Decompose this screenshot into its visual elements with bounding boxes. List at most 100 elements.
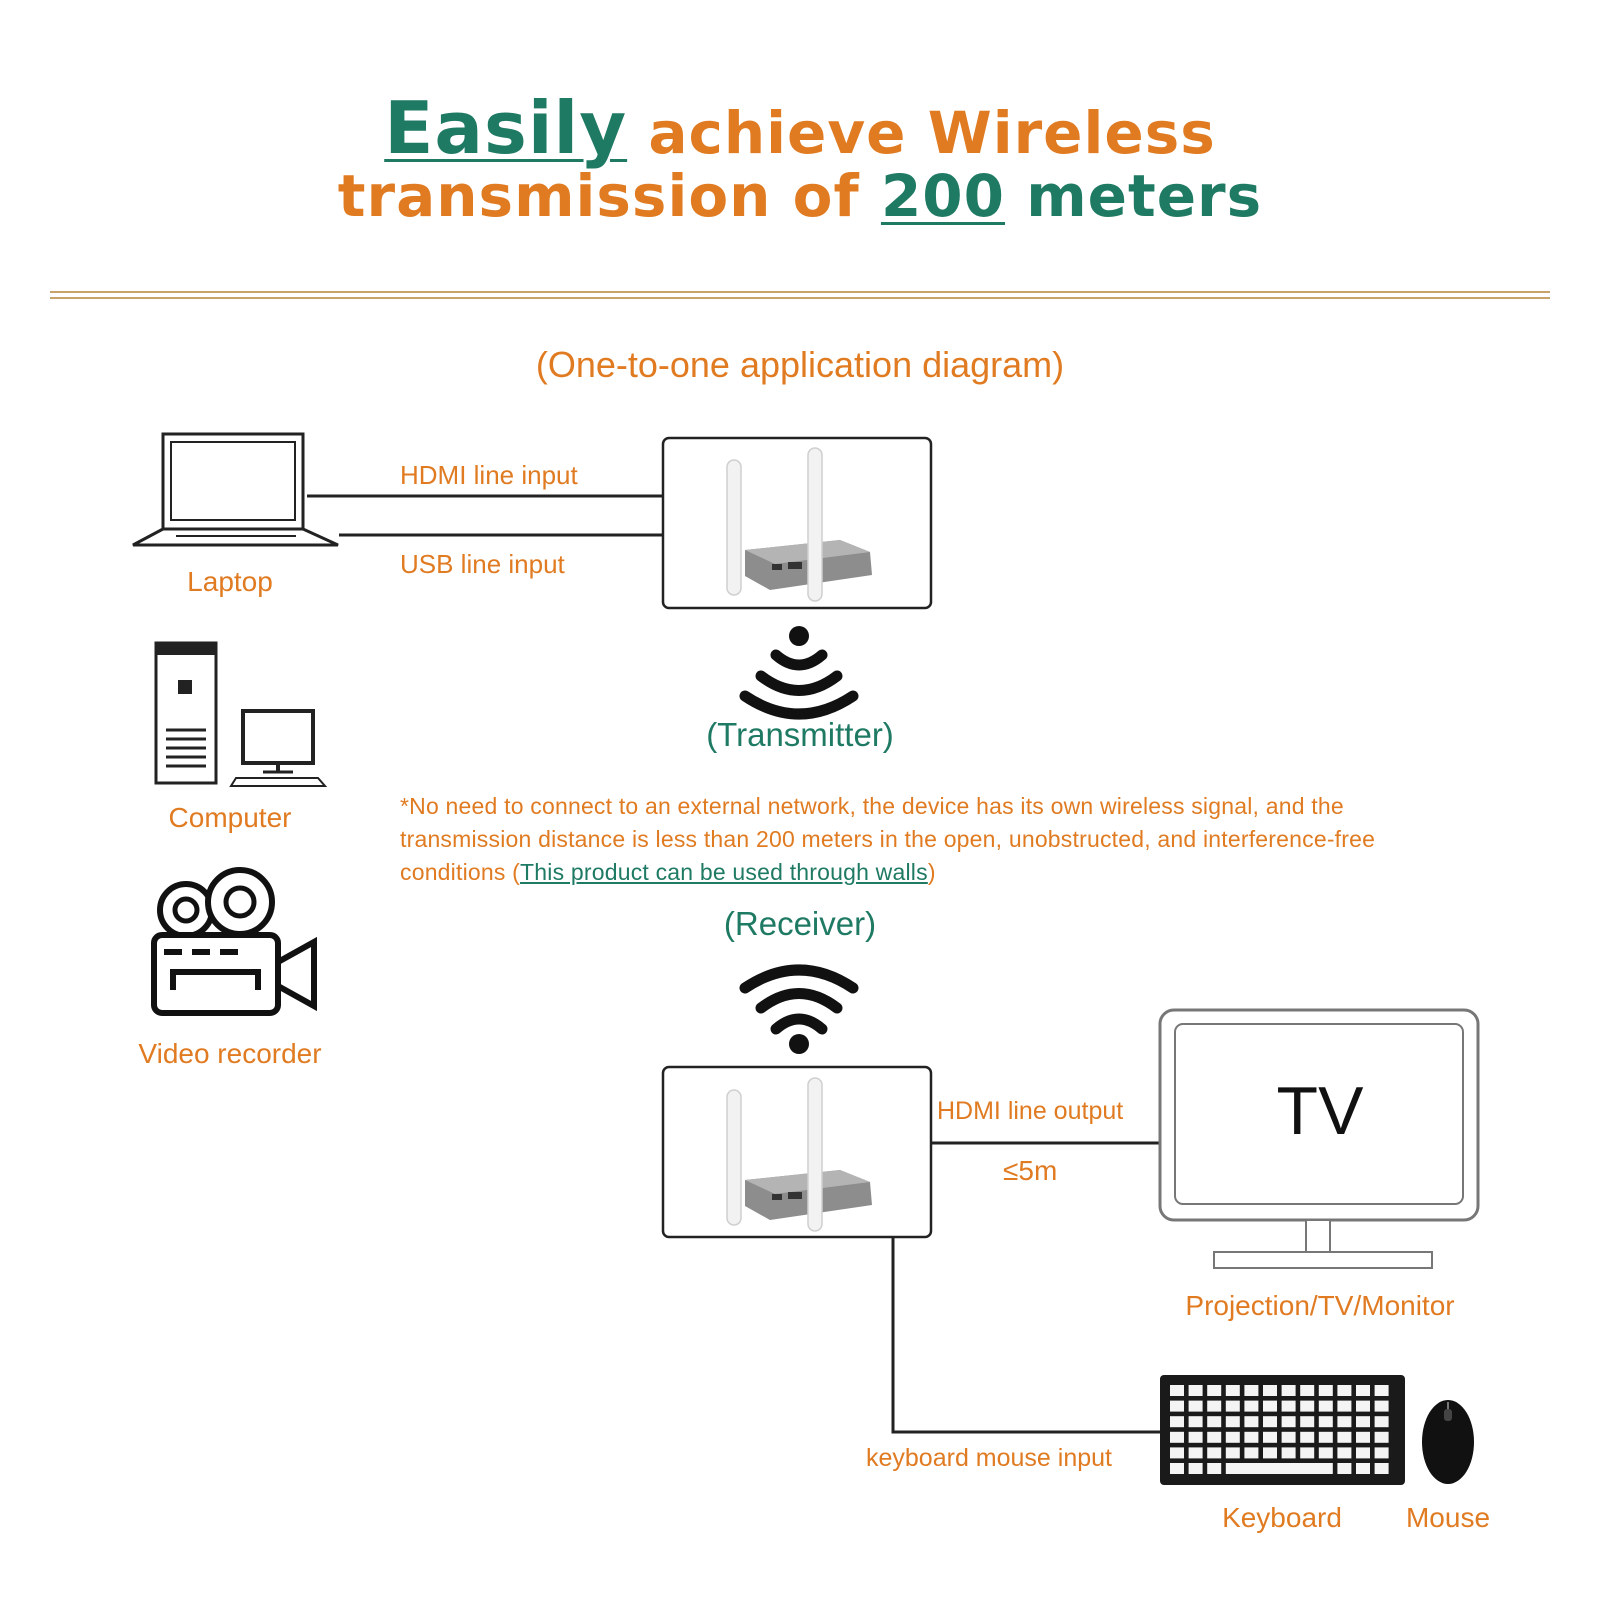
keyboard-key bbox=[1281, 1447, 1296, 1459]
keyboard-key bbox=[1318, 1431, 1333, 1443]
note-end: ) bbox=[927, 859, 936, 885]
wifi-receive-icon bbox=[739, 964, 859, 1054]
title-word-meters: meters bbox=[1026, 162, 1263, 230]
keyboard-key bbox=[1300, 1385, 1315, 1396]
transmitter-device bbox=[661, 436, 933, 610]
hdmi-input-label: HDMI line input bbox=[400, 460, 578, 490]
keyboard-key bbox=[1225, 1385, 1240, 1396]
computer-icon bbox=[154, 641, 328, 787]
video-recorder-icon bbox=[151, 867, 317, 1016]
keyboard-key bbox=[1300, 1447, 1315, 1459]
keyboard-key bbox=[1374, 1431, 1389, 1443]
keyboard-key bbox=[1356, 1385, 1370, 1396]
keyboard-key bbox=[1188, 1431, 1203, 1443]
keyboard-key bbox=[1318, 1416, 1333, 1428]
keyboard-key bbox=[1263, 1400, 1277, 1412]
wifi-transmit-icon bbox=[739, 626, 859, 720]
tv-screen-text: TV bbox=[1276, 1073, 1364, 1149]
keyboard-key bbox=[1337, 1431, 1352, 1443]
note-text: *No need to connect to an external netwo… bbox=[400, 790, 1400, 889]
keyboard-key bbox=[1281, 1431, 1296, 1443]
display-label: Projection/TV/Monitor bbox=[1185, 1290, 1455, 1321]
keyboard-key bbox=[1170, 1400, 1184, 1412]
tv-monitor-icon bbox=[1158, 1008, 1480, 1269]
keyboard-key bbox=[1374, 1463, 1389, 1474]
keyboard-key bbox=[1356, 1416, 1370, 1428]
keyboard-key bbox=[1244, 1385, 1259, 1396]
keyboard-key bbox=[1263, 1447, 1277, 1459]
keyboard-key bbox=[1337, 1400, 1352, 1412]
keyboard-key bbox=[1263, 1431, 1277, 1443]
keyboard-key bbox=[1300, 1431, 1315, 1443]
keyboard-key bbox=[1318, 1447, 1333, 1459]
keyboard-key bbox=[1207, 1416, 1222, 1428]
receiver-label: (Receiver) bbox=[723, 905, 877, 942]
keyboard-key bbox=[1263, 1416, 1277, 1428]
keyboard-key bbox=[1207, 1385, 1222, 1396]
note-highlight: This product can be used through walls bbox=[520, 859, 928, 885]
keyboard-key bbox=[1281, 1400, 1296, 1412]
keyboard-mouse-input-label: keyboard mouse input bbox=[866, 1444, 1112, 1472]
hdmi-output-distance: ≤5m bbox=[1003, 1155, 1058, 1186]
keyboard-key bbox=[1207, 1400, 1222, 1412]
mouse-icon bbox=[1422, 1400, 1474, 1484]
keyboard-key bbox=[1281, 1416, 1296, 1428]
keyboard-key bbox=[1188, 1416, 1203, 1428]
keyboard-key bbox=[1337, 1416, 1352, 1428]
keyboard-key bbox=[1374, 1447, 1389, 1459]
keyboard-key bbox=[1337, 1385, 1352, 1396]
keyboard-icon bbox=[1160, 1375, 1405, 1485]
title-word-wireless: Wireless bbox=[927, 99, 1216, 167]
keyboard-key bbox=[1170, 1431, 1184, 1443]
keyboard-key bbox=[1170, 1416, 1184, 1428]
video-recorder-label: Video recorder bbox=[138, 1038, 322, 1069]
keyboard-key bbox=[1356, 1463, 1370, 1474]
keyboard-key bbox=[1244, 1447, 1259, 1459]
keyboard-key bbox=[1300, 1400, 1315, 1412]
keyboard-key bbox=[1244, 1416, 1259, 1428]
keyboard-key bbox=[1374, 1400, 1389, 1412]
keyboard-key bbox=[1225, 1400, 1240, 1412]
keyboard-key bbox=[1281, 1385, 1296, 1396]
title-line-2: transmission of 200 meters bbox=[0, 162, 1600, 230]
title-line-1: Easily achieve Wireless bbox=[0, 86, 1600, 170]
keyboard-spacebar bbox=[1225, 1463, 1333, 1474]
title-word-transmission: transmission of bbox=[337, 162, 860, 230]
keyboard-key bbox=[1207, 1463, 1222, 1474]
receiver-device bbox=[661, 1065, 933, 1239]
usb-input-label: USB line input bbox=[400, 549, 565, 579]
keyboard-key bbox=[1188, 1400, 1203, 1412]
hdmi-output-label: HDMI line output bbox=[937, 1097, 1124, 1125]
note-main: *No need to connect to an external netwo… bbox=[400, 793, 1376, 885]
keyboard-key bbox=[1374, 1385, 1389, 1396]
keyboard-key bbox=[1374, 1416, 1389, 1428]
keyboard-key bbox=[1300, 1416, 1315, 1428]
keyboard-label: Keyboard bbox=[1222, 1502, 1342, 1533]
laptop-label: Laptop bbox=[187, 566, 273, 597]
computer-label: Computer bbox=[168, 802, 292, 833]
keyboard-key bbox=[1356, 1400, 1370, 1412]
title-word-achieve: achieve bbox=[648, 99, 907, 167]
keyboard-key bbox=[1170, 1463, 1184, 1474]
keyboard-key bbox=[1337, 1463, 1352, 1474]
keyboard-key bbox=[1318, 1400, 1333, 1412]
keyboard-key bbox=[1188, 1463, 1203, 1474]
keyboard-key bbox=[1263, 1385, 1277, 1396]
diagram-subtitle: (One-to-one application diagram) bbox=[535, 344, 1065, 385]
title-word-easily: Easily bbox=[384, 86, 628, 170]
keyboard-mouse-line bbox=[891, 1238, 1160, 1434]
keyboard-key bbox=[1244, 1431, 1259, 1443]
keyboard-key bbox=[1225, 1416, 1240, 1428]
keyboard-key bbox=[1207, 1431, 1222, 1443]
keyboard-key bbox=[1356, 1431, 1370, 1443]
keyboard-key bbox=[1170, 1447, 1184, 1459]
keyboard-key bbox=[1318, 1385, 1333, 1396]
mouse-label: Mouse bbox=[1405, 1502, 1491, 1533]
transmitter-label: (Transmitter) bbox=[706, 716, 894, 753]
laptop-icon bbox=[132, 432, 339, 547]
keyboard-key bbox=[1356, 1447, 1370, 1459]
keyboard-key bbox=[1188, 1385, 1203, 1396]
keyboard-key bbox=[1170, 1385, 1184, 1396]
keyboard-key bbox=[1207, 1447, 1222, 1459]
